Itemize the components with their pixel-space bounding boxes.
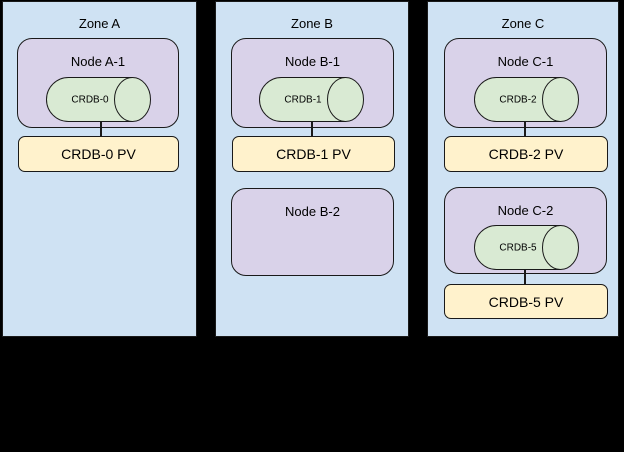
node-b-2: Node B-2 [231,188,394,276]
crdb-2-pod: CRDB-2 [474,77,579,122]
connector-line [100,121,102,137]
node-a-1-title: Node A-1 [70,54,126,69]
database-cylinder-icon [474,77,579,122]
node-c-2-title: Node C-2 [497,203,554,218]
crdb-5-pv-box: CRDB-5 PV [444,284,608,319]
database-cylinder-icon [474,225,579,270]
database-cylinder-icon [46,77,151,122]
crdb-5-pod: CRDB-5 [474,225,579,270]
connector-line [524,121,526,137]
node-b-2-title: Node B-2 [285,204,340,219]
crdb-0-pv-box: CRDB-0 PV [18,136,179,172]
node-c-1-title: Node C-1 [497,54,554,69]
database-cylinder-icon [259,77,364,122]
node-b-1-title: Node B-1 [285,54,340,69]
crdb-1-pod: CRDB-1 [259,77,364,122]
crdb-0-pod-label: CRDB-0 [71,94,109,105]
crdb-5-pv-label: CRDB-5 PV [488,293,564,310]
zone-b: Zone B Node B-1 CRDB-1 CRDB-1 PV Node B-… [215,1,409,337]
zone-c: Zone C Node C-1 CRDB-2 CRDB-2 PV Node C-… [427,1,619,337]
crdb-1-pv-box: CRDB-1 PV [232,136,395,172]
crdb-2-pv-label: CRDB-2 PV [488,146,564,162]
crdb-5-pod-label: CRDB-5 [499,242,537,253]
crdb-1-pv-label: CRDB-1 PV [276,146,351,162]
crdb-0-pv-label: CRDB-0 PV [61,146,136,162]
connector-line [311,121,313,137]
zone-a: Zone A Node A-1 CRDB-0 CRDB-0 PV [2,1,197,337]
connector-line [524,269,526,285]
crdb-0-pod: CRDB-0 [46,77,151,122]
zone-b-title: Zone B [291,16,333,31]
crdb-2-pod-label: CRDB-2 [499,94,537,105]
crdb-1-pod-label: CRDB-1 [284,94,322,105]
zone-c-title: Zone C [501,16,545,31]
crdb-2-pv-box: CRDB-2 PV [444,136,608,172]
zone-a-title: Zone A [78,16,121,31]
